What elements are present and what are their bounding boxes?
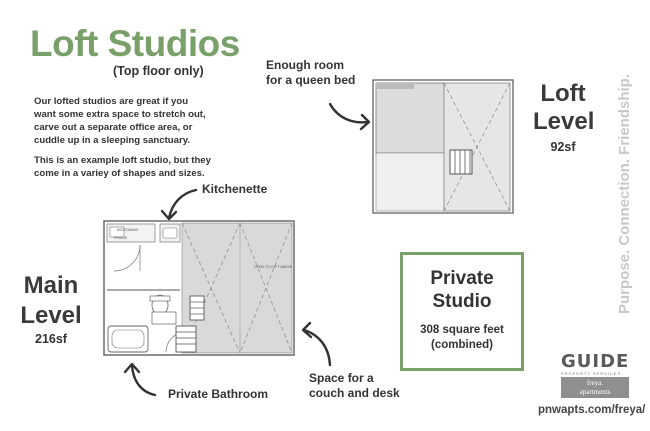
- queen-bed-arrow: [328, 102, 371, 131]
- loft-level-heading: Loft Level 92sf: [533, 80, 595, 154]
- tagline-text: Purpose. Connection. Friendship.: [616, 74, 633, 314]
- freya-logo-line-1: freya.: [586, 379, 604, 387]
- vertical-tagline: Purpose. Connection. Friendship.: [608, 42, 638, 317]
- main-level-name-line-2: Level: [20, 302, 82, 329]
- studio-name-line-1: Private: [430, 268, 494, 289]
- studio-sqft-line-2: (combined): [431, 339, 493, 351]
- kitchenette-arrow: [160, 188, 198, 221]
- website-url[interactable]: pnwapts.com/freya/: [538, 404, 646, 416]
- couch-desk-arrow: [301, 321, 332, 367]
- private-studio-box: Private Studio 308 square feet (combined…: [400, 252, 524, 371]
- guide-logo: GUIDE: [561, 351, 630, 372]
- couch-callout-line-1: Space for a: [309, 371, 374, 385]
- bathroom-callout: Private Bathroom: [168, 387, 269, 401]
- bathroom-arrow: [123, 362, 157, 397]
- loft-level-name-line-2: Level: [533, 108, 595, 135]
- couch-callout-line-2: couch and desk: [309, 386, 400, 400]
- studio-sqft-line-1: 308 square feet: [420, 324, 504, 336]
- couch-desk-callout: Space for a couch and desk: [309, 371, 400, 401]
- open-to-loft-plan-label: OPEN TO LOFT ABOVE: [254, 265, 293, 269]
- guide-logo-subtext: PROPERTY SERVICES: [561, 371, 622, 376]
- description: Our lofted studios are great if you want…: [34, 95, 212, 187]
- main-level-name-line-1: Main: [23, 272, 79, 299]
- studio-name-line-2: Studio: [432, 291, 492, 312]
- queen-bed-callout-line-1: Enough room: [266, 58, 344, 72]
- loft-stair-railing: [449, 149, 473, 175]
- loft-floor-plan: [372, 79, 514, 214]
- description-paragraph-1: Our lofted studios are great if you want…: [34, 96, 206, 146]
- loft-level-name-line-1: Loft: [540, 80, 586, 107]
- freya-logo: freya. apartments: [561, 377, 629, 398]
- kitchenette-callout: Kitchenette: [202, 182, 268, 196]
- microwave-plan-label: MICROWAVE: [117, 228, 139, 232]
- main-floor-plan: [103, 220, 295, 356]
- queen-bed-callout-line-2: for a queen bed: [266, 73, 356, 87]
- main-level-sf: 216sf: [35, 332, 67, 346]
- page-subtitle: (Top floor only): [113, 64, 204, 78]
- loft-level-sf: 92sf: [550, 140, 576, 154]
- description-paragraph-2: This is an example loft studio, but they…: [34, 155, 211, 179]
- queen-bed-callout: Enough room for a queen bed: [266, 58, 355, 88]
- page-title: Loft Studios: [30, 23, 240, 64]
- freya-logo-line-2: apartments: [579, 388, 611, 396]
- main-stairs: [175, 295, 205, 353]
- main-level-heading: Main Level 216sf: [20, 272, 82, 346]
- fridge-plan-label: FRIDGE: [114, 236, 128, 240]
